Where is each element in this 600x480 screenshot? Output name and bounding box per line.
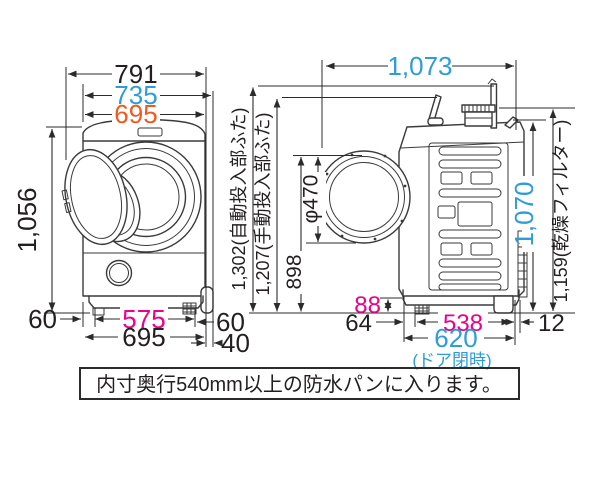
ext-depth-open: [321, 60, 517, 148]
front-foot-right: [182, 302, 197, 315]
front-hose-offset-label: 40: [221, 328, 250, 358]
side-foot-height-label: 88: [354, 292, 381, 319]
side-depth-open-label: 1,073: [387, 51, 452, 81]
front-height-label: 1,056: [12, 187, 42, 252]
side-body: [398, 121, 525, 297]
side-vent-slots: [437, 146, 502, 291]
side-base: [402, 289, 520, 306]
front-right-inset-label: 60: [216, 307, 245, 337]
side-view-drawing: [317, 78, 528, 315]
front-bottom-width-label: 695: [122, 322, 165, 352]
side-height-top-label: 1,070: [509, 181, 539, 246]
side-manual-lid-open: [427, 94, 444, 126]
side-front-inset-label: 64: [345, 310, 372, 337]
side-open-door: [317, 150, 411, 244]
side-foot-rear: [493, 295, 514, 314]
ext-side-front: [403, 296, 416, 342]
front-view-drawing: [61, 118, 214, 316]
door-handle-tick: [61, 189, 69, 201]
side-feet-span-label: 538: [443, 310, 483, 337]
opening-diameter-label: φ470: [300, 175, 323, 224]
front-width-overall-label: 791: [114, 59, 157, 89]
front-left-inset-label: 60: [28, 304, 57, 334]
side-back-panel: [428, 142, 509, 291]
front-open-door: [61, 148, 128, 246]
opening-top-height-label: 898: [283, 254, 306, 289]
door-handle-tick: [64, 202, 72, 213]
side-height-filter-label: 1,159(乾燥フィルター): [551, 120, 571, 303]
manual-lid-height-label: 1,207(手動投入部ふた): [253, 112, 273, 295]
front-drain-filter-inner: [109, 263, 129, 283]
auto-lid-height-label: 1,302(自動投入部ふた): [229, 107, 249, 290]
ext-front-height: [44, 126, 90, 314]
dimension-labels: 791 735 695 1,056 60 575 60 695 40 1,302…: [12, 51, 571, 370]
side-dispenser-box: [461, 104, 496, 127]
note-text: 内寸奥行540mm以上の防水パンに入ります。: [96, 373, 502, 396]
front-top-handle: [137, 127, 163, 137]
front-feet-span-label: 575: [122, 304, 165, 334]
note-box: 内寸奥行540mm以上の防水パンに入ります。: [79, 367, 520, 400]
ext-door-opening: [293, 155, 362, 244]
front-foot-left: [92, 307, 105, 316]
side-depth-closed-note: (ドア閉時): [412, 351, 491, 370]
note-box-border: [79, 367, 520, 400]
label-backings: [112, 54, 544, 350]
side-depth-closed-label: 620: [434, 323, 477, 353]
ext-side-rear: [514, 300, 521, 345]
front-width-door-closed-label: 735: [114, 80, 157, 110]
front-drain-filter: [105, 259, 133, 287]
front-width-body-label: 695: [114, 99, 157, 129]
side-rear-gap-label: 12: [538, 310, 565, 337]
